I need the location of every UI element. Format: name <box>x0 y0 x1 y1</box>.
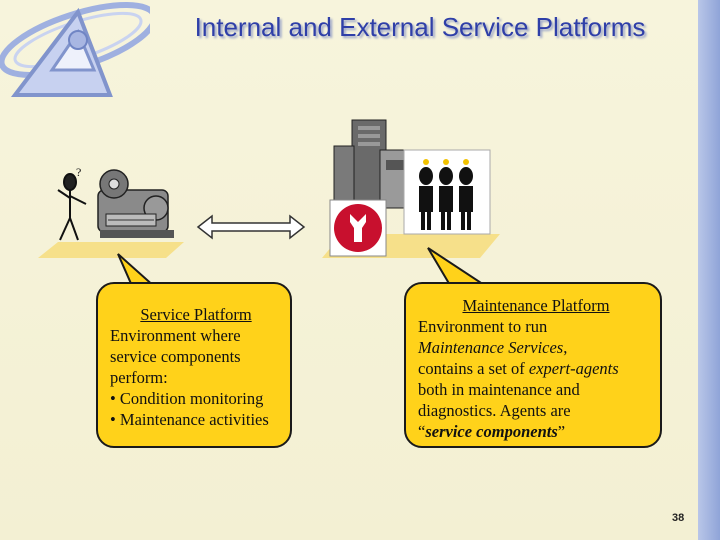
maintenance-platform-line: Environment to run <box>418 317 548 336</box>
close-quote: ” <box>557 422 566 441</box>
maintenance-platform-line: diagnostics. Agents are <box>418 401 571 420</box>
experts-icon <box>403 149 491 235</box>
expert-agents-emphasis: expert-agents <box>528 359 619 378</box>
logo-emblem-icon <box>0 2 150 97</box>
maintenance-platform-heading: Maintenance Platform <box>462 296 610 315</box>
page-title: Internal and External Service Platforms <box>194 12 646 42</box>
maintenance-platform-line: “service components” <box>418 421 654 442</box>
punctuation: , <box>563 338 568 357</box>
maintenance-platform-line: both in maintenance and <box>418 380 580 399</box>
wrench-icon <box>329 199 387 257</box>
maintenance-platform-callout: Maintenance Platform Environment to run … <box>404 282 662 448</box>
line-text: contains a set of <box>418 359 529 378</box>
slide-border <box>698 0 720 540</box>
service-platform-illustration: ? <box>38 165 184 258</box>
svg-text:?: ? <box>76 165 81 179</box>
maintenance-platform-line: Maintenance Services, <box>418 337 654 358</box>
maintenance-services-emphasis: Maintenance Services <box>418 338 564 357</box>
maintenance-platform-illustration <box>322 119 500 258</box>
double-arrow-icon <box>196 214 306 240</box>
service-platform-callout: Service Platform Environment where servi… <box>96 282 292 448</box>
service-platform-heading: Service Platform <box>140 305 252 324</box>
maintenance-platform-line: contains a set of expert-agents <box>418 358 654 379</box>
service-platform-line: perform: <box>110 368 168 387</box>
page-number: 38 <box>672 512 685 524</box>
service-platform-line: • Condition monitoring <box>110 389 264 408</box>
server-icon <box>333 119 411 209</box>
service-components-emphasis: service components <box>425 422 558 441</box>
factory-machine-icon <box>97 169 174 238</box>
service-platform-line: service components <box>110 347 241 366</box>
service-platform-line: Environment where <box>110 326 241 345</box>
service-platform-line: • Maintenance activities <box>110 410 269 429</box>
engineer-figure: ? <box>57 165 87 241</box>
open-quote: “ <box>418 422 426 441</box>
